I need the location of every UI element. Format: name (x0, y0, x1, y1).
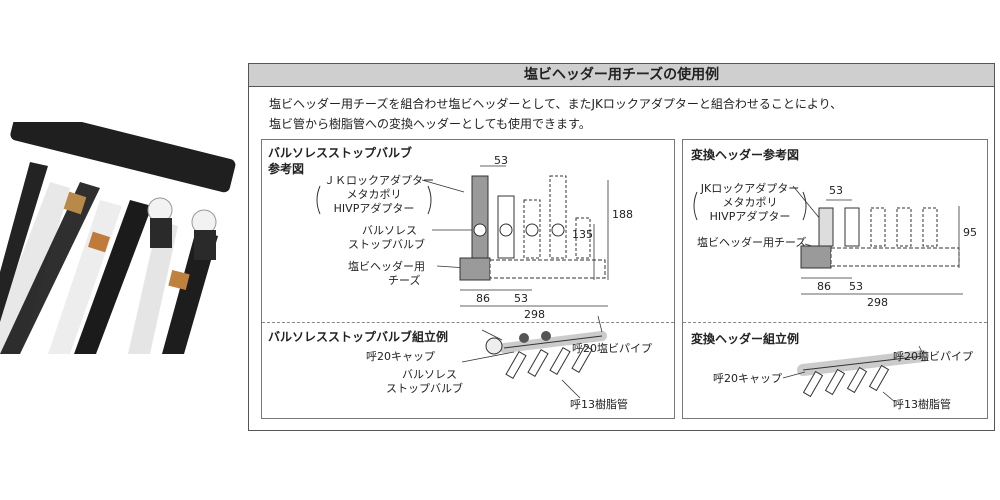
label-metakapori-r: メタカポリ (722, 196, 778, 209)
valve-ref-subtitle: 参考図 (268, 162, 305, 176)
label-jk-adapter: ＪＫロックアダプター (324, 174, 434, 187)
dim-135: 135 (572, 228, 593, 241)
label-hivp-adapter: HIVPアダプター (333, 202, 415, 215)
valve-assembly-title: バルソレスストップバルブ組立例 (268, 330, 449, 344)
label-cap-r: 呼20キャップ (713, 372, 782, 385)
dim-53b-r: 53 (849, 280, 863, 293)
left-divider (262, 322, 674, 323)
label-cap: 呼20キャップ (366, 350, 435, 363)
label-hivp-adapter-r: HIVPアダプター (709, 210, 791, 223)
converter-panel: 変換ヘッダー参考図 JKロックアダプター メタカポリ HIVPアダプター 塩ビヘ… (682, 139, 988, 419)
section-title: 塩ビヘッダー用チーズの使用例 (249, 64, 994, 87)
label-tee-1: 塩ビヘッダー用 (348, 260, 425, 273)
dim-188: 188 (612, 208, 633, 221)
intro-line-2: 塩ビ管から樹脂管への変換ヘッダーとしても使用できます。 (269, 117, 591, 131)
valve-reference-drawing (316, 165, 609, 399)
label-valve-b1: バルソレス (402, 368, 457, 381)
dim-298-r: 298 (867, 296, 888, 309)
dim-86: 86 (476, 292, 490, 305)
label-metakapori: メタカポリ (346, 188, 402, 201)
usage-example-frame: 塩ビヘッダー用チーズの使用例 塩ビヘッダー用チーズを組合わせ塩ビヘッダーとして、… (248, 63, 995, 431)
label-pvc-pipe: 呼20塩ビパイプ (572, 342, 652, 355)
label-tee-r: 塩ビヘッダー用チーズ (697, 236, 807, 249)
dim-53b: 53 (514, 292, 528, 305)
converter-assembly-title: 変換ヘッダー組立例 (691, 332, 800, 346)
label-resin-pipe: 呼13樹脂管 (570, 398, 628, 411)
dim-298: 298 (524, 308, 545, 321)
valve-ref-title: バルソレスストップバルブ (268, 146, 413, 160)
label-valve-b2: ストップバルブ (386, 382, 463, 395)
dim-53-r: 53 (829, 184, 843, 197)
dim-53: 53 (494, 154, 508, 167)
intro-line-1: 塩ビヘッダー用チーズを組合わせ塩ビヘッダーとして、またJKロックアダプターと組合… (269, 97, 843, 111)
label-jk-adapter-r: JKロックアダプター (700, 182, 800, 195)
valve-panel: バルソレスストップバルブ 参考図 ＪＫロックアダプター メタカポリ HIVPアダ… (261, 139, 675, 419)
label-resin-pipe-r: 呼13樹脂管 (893, 398, 951, 411)
label-pvc-pipe-r: 呼20塩ビパイプ (893, 350, 973, 363)
dim-95: 95 (963, 226, 977, 239)
product-photo (0, 122, 236, 354)
dim-86-r: 86 (817, 280, 831, 293)
label-valve-1: バルソレス (362, 224, 417, 237)
label-valve-2: ストップバルブ (348, 238, 425, 251)
intro-text: 塩ビヘッダー用チーズを組合わせ塩ビヘッダーとして、またJKロックアダプターと組合… (269, 94, 842, 134)
converter-reference-drawing (693, 185, 963, 403)
label-tee-2: チーズ (388, 274, 421, 287)
right-divider (683, 322, 987, 323)
converter-ref-title: 変換ヘッダー参考図 (691, 148, 800, 162)
